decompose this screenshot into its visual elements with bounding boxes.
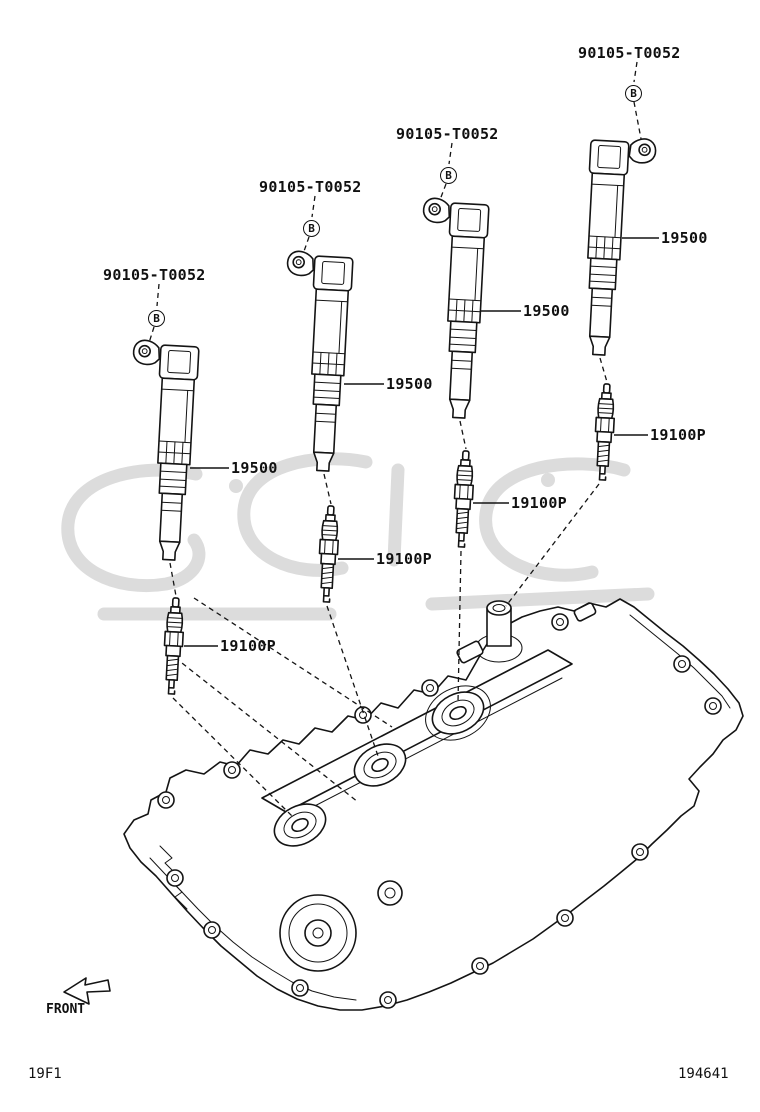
bolt-part-number-3: 90105-T0052 xyxy=(396,125,499,143)
coil-part-number-3: 19500 xyxy=(523,302,570,320)
coil-part-number-2: 19500 xyxy=(386,375,433,393)
plug-part-number-4: 19100P xyxy=(650,426,706,444)
bolt-symbol-3: B xyxy=(440,167,457,184)
spark-tube-3 xyxy=(425,685,491,741)
ignition-coil-2 xyxy=(286,249,354,473)
spark-tube-1 xyxy=(273,803,327,847)
front-label: FRONT xyxy=(46,1002,86,1017)
spark-plug-2 xyxy=(316,504,341,604)
drawing-number: 194641 xyxy=(678,1066,729,1082)
bolt-part-number-2: 90105-T0052 xyxy=(259,178,362,196)
bolt-part-number-1: 90105-T0052 xyxy=(103,266,206,284)
figure-code: 19F1 xyxy=(28,1066,62,1082)
plug-part-number-3: 19100P xyxy=(511,494,567,512)
oil-filler-opening xyxy=(279,894,357,972)
bolt-symbol-1: B xyxy=(148,310,165,327)
ignition-coil-1 xyxy=(132,338,200,562)
ignition-coil-4 xyxy=(579,137,657,357)
bolt-symbol-4: B xyxy=(625,85,642,102)
spark-tube-2 xyxy=(353,743,407,787)
leader-lines xyxy=(184,237,659,647)
bolt-symbol-2: B xyxy=(303,220,320,237)
spark-plug-3 xyxy=(451,449,476,549)
plug-part-number-2: 19100P xyxy=(376,550,432,568)
front-arrow-icon xyxy=(63,977,111,1005)
valve-cover xyxy=(123,598,744,1011)
coil-part-number-1: 19500 xyxy=(231,459,278,477)
cover-bolt-holes xyxy=(157,613,722,1009)
bolt-part-number-4: 90105-T0052 xyxy=(578,44,681,62)
plug-part-number-1: 19100P xyxy=(220,637,276,655)
watermark xyxy=(61,452,655,621)
coil-part-number-4: 19500 xyxy=(661,229,708,247)
